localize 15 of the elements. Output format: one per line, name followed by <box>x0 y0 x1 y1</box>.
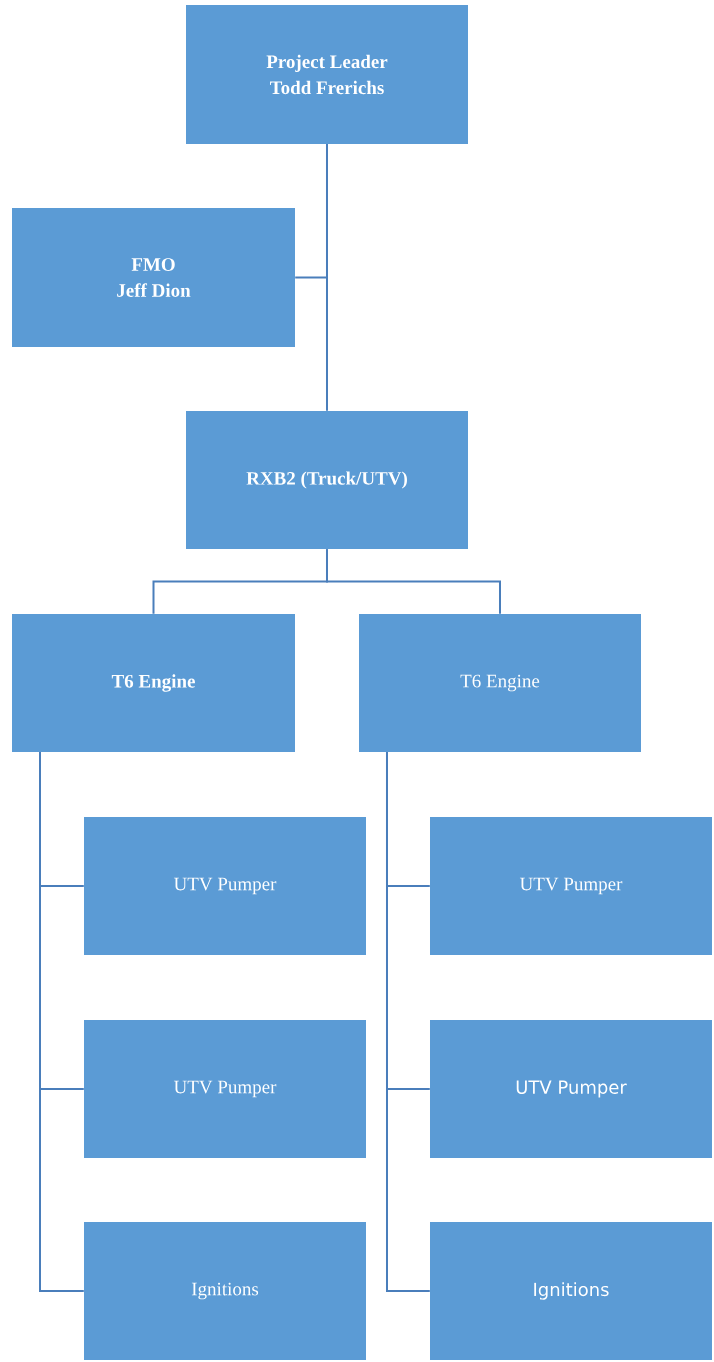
org-box: UTV Pumper <box>84 817 366 955</box>
org-box: UTV Pumper <box>430 817 712 955</box>
org-box: UTV Pumper <box>430 1020 712 1158</box>
org-box: T6 Engine <box>12 614 295 752</box>
org-box: Project Leader Todd Frerichs <box>186 5 468 144</box>
org-box: FMO Jeff Dion <box>12 208 295 347</box>
connector-line <box>294 143 328 279</box>
connector-line <box>39 751 85 1292</box>
org-box: Ignitions <box>430 1222 712 1360</box>
org-box: RXB2 (Truck/UTV) <box>186 411 468 549</box>
org-box: UTV Pumper <box>84 1020 366 1158</box>
connector-line <box>386 751 431 1292</box>
connector-line <box>326 548 501 615</box>
org-box: Ignitions <box>84 1222 366 1360</box>
org-box: T6 Engine <box>359 614 641 752</box>
